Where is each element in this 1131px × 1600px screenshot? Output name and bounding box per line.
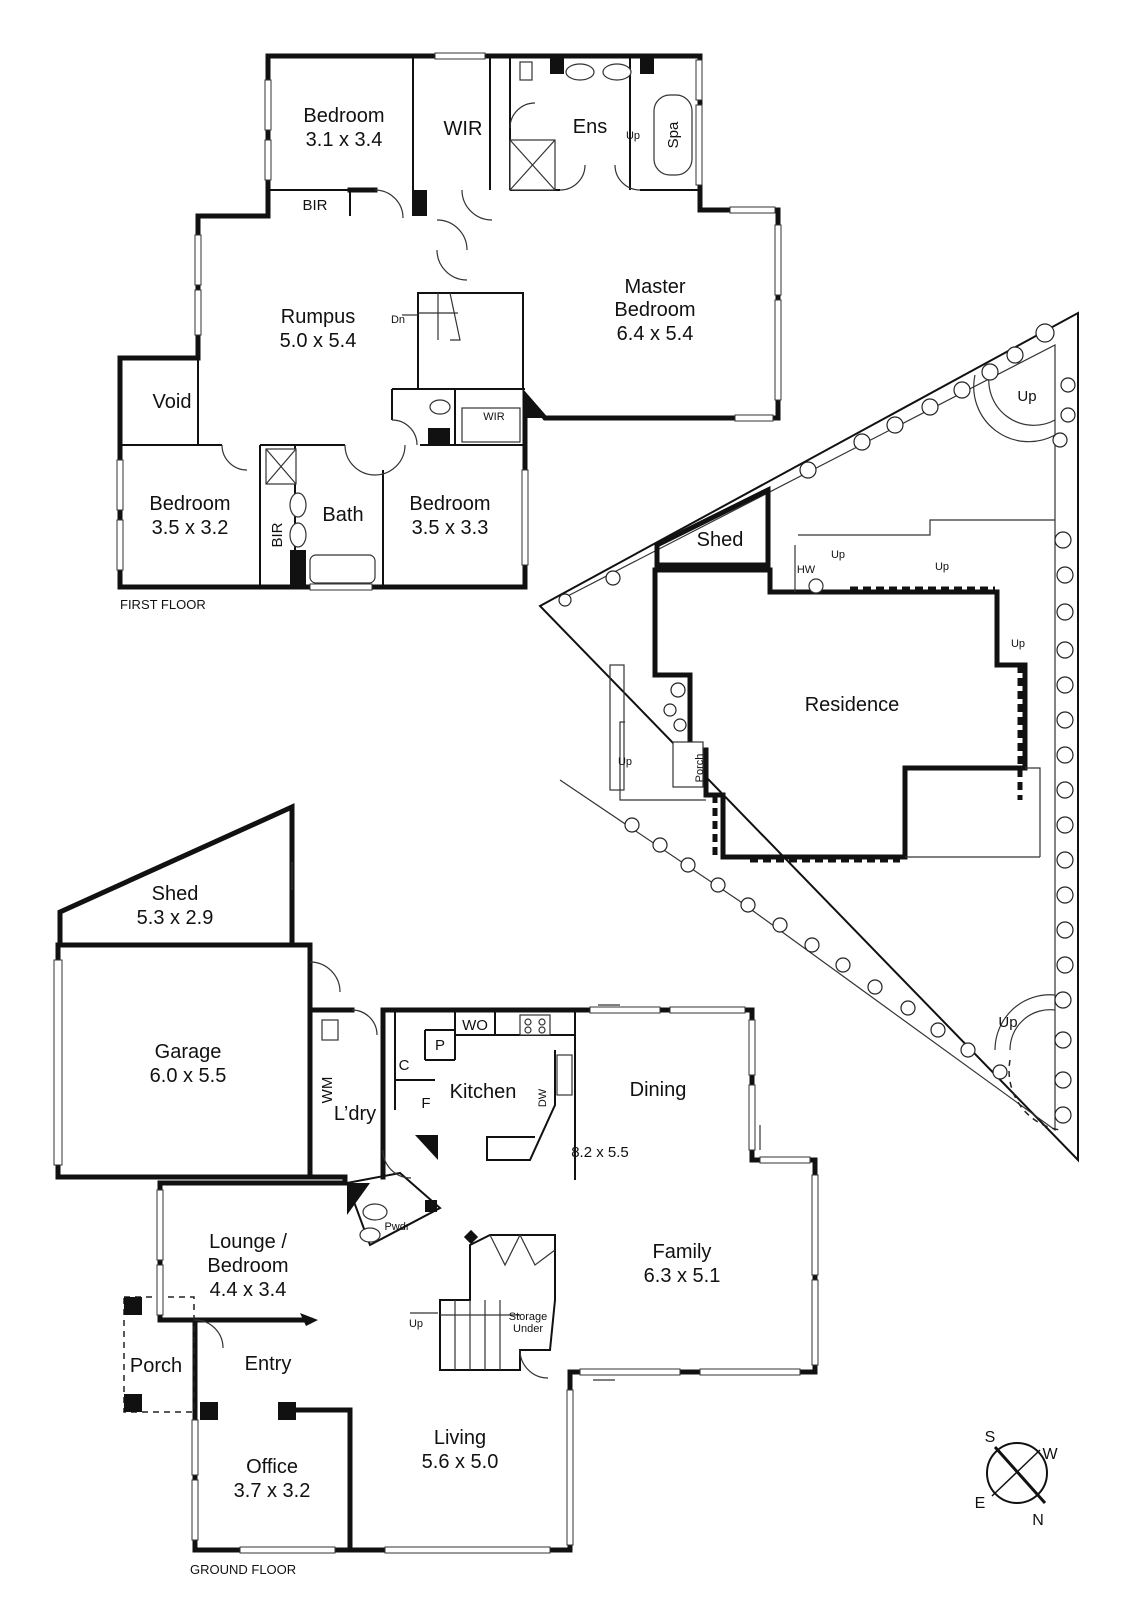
bir-label: BIR	[302, 197, 327, 214]
compass-needle	[993, 1446, 1047, 1504]
spa-label: Spa	[665, 121, 682, 148]
compass: S W E N	[975, 1429, 1059, 1529]
master-size: 6.4 x 5.4	[617, 323, 694, 345]
site-plan-labels: Shed Residence HW Up Up Up Up Up Up Porc…	[618, 388, 1037, 1031]
living-size: 5.6 x 5.0	[422, 1451, 499, 1473]
first-floor-labels: Bedroom 3.1 x 3.4 WIR Ens Up Spa BIR Mas…	[120, 105, 696, 612]
dw-label: DW	[537, 1088, 549, 1107]
cupboard-c-label: C	[399, 1057, 410, 1074]
bedroom-s-name: Bedroom	[409, 493, 490, 515]
gf-shed-name: Shed	[152, 883, 199, 905]
ground-floor-label: GROUND FLOOR	[190, 1562, 296, 1577]
lounge-size: 4.4 x 3.4	[210, 1279, 287, 1301]
garage-size: 6.0 x 5.5	[150, 1065, 227, 1087]
ensuite-up-label: Up	[626, 130, 640, 142]
stairs-up-label: Up	[409, 1318, 423, 1330]
first-floor-label: FIRST FLOOR	[120, 597, 206, 612]
pantry-p-label: P	[435, 1037, 445, 1054]
bedroom-ne-size: 3.1 x 3.4	[306, 129, 383, 151]
kitchen-label: Kitchen	[450, 1081, 517, 1103]
wm-label: WM	[319, 1077, 336, 1104]
entry-label: Entry	[245, 1353, 292, 1375]
bedroom-s-size: 3.5 x 3.3	[412, 517, 489, 539]
master-name-1: Master	[624, 276, 685, 298]
lounge-name-2: Bedroom	[207, 1255, 288, 1277]
ground-floor-labels: Shed 5.3 x 2.9 Garage 6.0 x 5.5 WM L’dry…	[130, 883, 720, 1577]
storage-label-2: Under	[513, 1323, 543, 1335]
site-trees	[558, 323, 1076, 1124]
compass-w: W	[1042, 1446, 1058, 1463]
master-name-2: Bedroom	[614, 299, 695, 321]
bir-vertical-label: BIR	[269, 522, 286, 547]
fridge-f-label: F	[421, 1095, 430, 1112]
wir-label: WIR	[444, 118, 483, 140]
site-up-label-1: Up	[831, 549, 845, 561]
compass-e: E	[975, 1495, 986, 1512]
void-label: Void	[153, 391, 192, 413]
site-shed-label: Shed	[697, 529, 744, 551]
storage-label-1: Storage	[509, 1311, 548, 1323]
first-floor-plan	[116, 52, 782, 591]
rumpus-name: Rumpus	[281, 306, 355, 328]
wir-small-label: WIR	[483, 411, 504, 423]
family-name: Family	[653, 1241, 712, 1263]
stairs-dn-label: Dn	[391, 314, 405, 326]
rumpus-size: 5.0 x 5.4	[280, 330, 357, 352]
ground-floor-plan	[53, 314, 819, 1554]
office-size: 3.7 x 3.2	[234, 1480, 311, 1502]
compass-s: S	[985, 1429, 996, 1446]
porch-label: Porch	[130, 1355, 182, 1377]
site-up-label-5: Up	[1017, 388, 1036, 405]
site-plan	[538, 311, 1079, 1163]
bedroom-w-size: 3.5 x 3.2	[152, 517, 229, 539]
site-porch-label: Porch	[694, 754, 706, 783]
gf-shed-size: 5.3 x 2.9	[137, 907, 214, 929]
site-up-label-2: Up	[935, 561, 949, 573]
compass-cross	[991, 1449, 1041, 1497]
living-name: Living	[434, 1427, 486, 1449]
site-up-label-3: Up	[1011, 638, 1025, 650]
bath-label: Bath	[322, 504, 363, 526]
wo-label: WO	[462, 1017, 488, 1034]
site-up-label-6: Up	[998, 1014, 1017, 1031]
bedroom-w-name: Bedroom	[149, 493, 230, 515]
site-residence-label: Residence	[805, 694, 900, 716]
family-size: 6.3 x 5.1	[644, 1265, 721, 1287]
office-name: Office	[246, 1456, 298, 1478]
site-hw-label: HW	[797, 564, 816, 576]
compass-n: N	[1032, 1512, 1044, 1529]
pwdr-label: Pwdr	[384, 1221, 409, 1233]
site-up-label-4: Up	[618, 756, 632, 768]
kitchen-dining-size: 8.2 x 5.5	[571, 1144, 629, 1161]
ensuite-label: Ens	[573, 116, 607, 138]
lounge-name-1: Lounge /	[209, 1231, 287, 1253]
bedroom-ne-name: Bedroom	[303, 105, 384, 127]
laundry-label: L’dry	[334, 1103, 376, 1125]
garage-name: Garage	[155, 1041, 222, 1063]
dining-label: Dining	[630, 1079, 687, 1101]
